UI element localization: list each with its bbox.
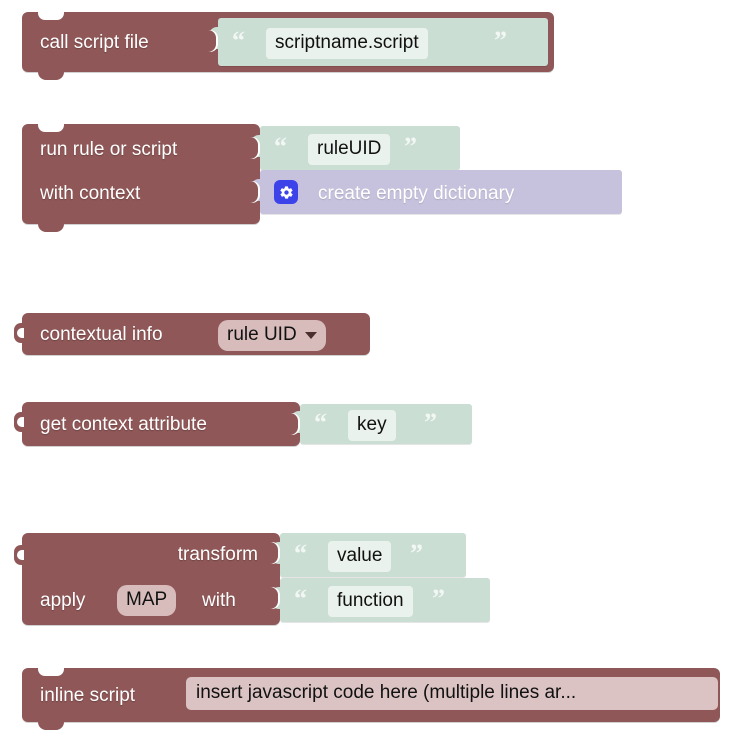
string-text-field[interactable]: key (348, 410, 396, 441)
block-label: contextual info (40, 324, 163, 345)
string-value-block-key[interactable]: “ key ” (291, 404, 472, 444)
output-plug (14, 545, 24, 565)
block-label-with: with (202, 590, 236, 611)
dictionary-label: create empty dictionary (318, 183, 515, 204)
value-socket[interactable] (208, 30, 218, 52)
value-socket-row2[interactable] (270, 587, 280, 609)
block-label-apply: apply (40, 590, 86, 611)
close-quote-icon: ” (494, 26, 507, 55)
notch-top (38, 123, 64, 132)
dictionary-value-block[interactable]: create empty dictionary (251, 170, 622, 214)
gear-icon[interactable] (274, 180, 298, 204)
block-body[interactable]: get context attribute (14, 402, 300, 446)
block-label-row1: run rule or script (40, 139, 178, 160)
value-socket[interactable] (290, 413, 300, 435)
open-quote-icon: “ (294, 584, 307, 613)
notch-bottom (38, 223, 64, 232)
block-body[interactable]: transform apply MAP with (14, 533, 280, 625)
notch-top (38, 667, 64, 676)
block-body[interactable]: inline script insert javascript code her… (22, 667, 720, 730)
notch-bottom (38, 721, 64, 730)
string-text-field[interactable]: function (328, 586, 413, 617)
block-label: inline script (40, 685, 136, 706)
close-quote-icon: ” (432, 584, 445, 613)
block-body[interactable]: contextual info rule UID (14, 313, 370, 355)
open-quote-icon: “ (232, 26, 245, 55)
chevron-down-icon (304, 332, 317, 339)
field-map[interactable]: MAP (117, 585, 177, 616)
javascript-code-field[interactable]: insert javascript code here (multiple li… (186, 677, 718, 710)
notch-bottom (38, 71, 64, 80)
open-quote-icon: “ (274, 132, 287, 161)
string-text-field[interactable]: value (328, 541, 392, 572)
value-socket-row1[interactable] (270, 542, 280, 564)
string-value-block-scriptname[interactable]: “ scriptname.script ” (209, 18, 548, 66)
value-socket-row1[interactable] (250, 137, 260, 159)
block-label-transform: transform (177, 544, 258, 565)
string-value-block-ruleuid[interactable]: “ ruleUID ” (251, 126, 460, 170)
output-plug (14, 323, 24, 343)
dropdown-rule-uid[interactable]: rule UID (218, 320, 326, 351)
notch-top (38, 11, 64, 20)
block-body[interactable]: run rule or script with context (22, 123, 260, 232)
string-text-field[interactable]: ruleUID (308, 134, 391, 165)
field-map-value: MAP (126, 589, 168, 610)
block-label: get context attribute (40, 414, 207, 435)
block-label: call script file (40, 32, 149, 53)
dropdown-selected-value: rule UID (227, 324, 297, 345)
output-plug (14, 412, 24, 432)
block-label-row2: with context (40, 183, 141, 204)
string-value-block-value[interactable]: “ value ” (271, 533, 466, 577)
string-value-block-function[interactable]: “ function ” (271, 578, 490, 622)
value-socket-row2[interactable] (250, 181, 260, 203)
close-quote-icon: ” (404, 132, 417, 161)
string-text-field[interactable]: scriptname.script (266, 28, 428, 59)
close-quote-icon: ” (424, 408, 437, 437)
close-quote-icon: ” (410, 539, 423, 568)
open-quote-icon: “ (294, 539, 307, 568)
open-quote-icon: “ (314, 408, 327, 437)
